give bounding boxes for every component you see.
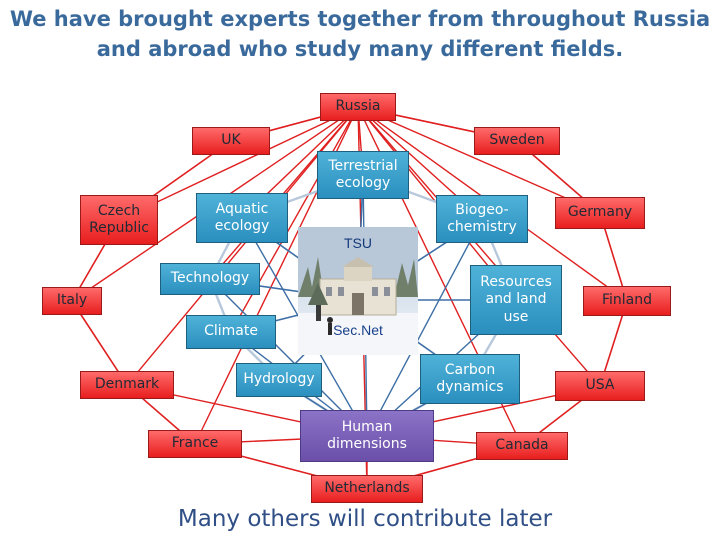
node-italy-label: Italy <box>56 292 88 309</box>
page-title: We have brought experts together from th… <box>0 4 720 64</box>
node-russia: Russia <box>320 93 396 121</box>
node-sweden: Sweden <box>474 127 560 155</box>
node-netherlands: Netherlands <box>311 475 423 503</box>
node-climate-label: Climate <box>204 323 258 340</box>
node-france: France <box>148 430 242 458</box>
node-climate: Climate <box>186 315 276 349</box>
node-france-label: France <box>171 435 219 452</box>
node-hydrology-label: Hydrology <box>243 371 315 388</box>
russia-link <box>357 106 601 214</box>
node-carbon-label-2: dynamics <box>436 379 504 395</box>
node-technology-label: Technology <box>170 270 250 287</box>
node-russia-label: Russia <box>335 98 381 115</box>
node-aquatic-label-1: Aquatic <box>215 200 269 217</box>
node-czech-label-1: Czech <box>97 202 141 219</box>
footer-note: Many others will contribute later <box>177 506 553 532</box>
title-line-1: We have brought experts together from th… <box>9 7 711 31</box>
node-resources-label-2: and land <box>485 291 547 308</box>
secnet-label: Sec.Net <box>333 322 383 338</box>
node-hydrology: Hydrology <box>236 363 322 397</box>
node-terrestrial-label-1: Terrestrial <box>328 157 398 174</box>
node-carbon-dynamics: Carbon dynamics <box>420 354 520 404</box>
node-uk: UK <box>192 127 270 155</box>
node-uk-label: UK <box>221 132 241 149</box>
node-terrestrial-label-2: ecology <box>335 175 391 191</box>
node-germany: Germany <box>555 197 645 229</box>
node-biogeochemistry: Biogeo- chemistry <box>436 195 528 243</box>
human-topic-link <box>209 278 368 437</box>
node-terrestrial-ecology: Terrestrial ecology <box>317 151 409 199</box>
node-usa: USA <box>555 371 645 401</box>
node-biogeo-label-2: chemistry <box>447 219 517 235</box>
node-technology: Technology <box>160 263 260 295</box>
node-denmark-label: Denmark <box>94 376 160 393</box>
node-finland-label: Finland <box>601 292 653 309</box>
human-topic-link <box>366 218 483 437</box>
node-usa-label: USA <box>585 377 615 394</box>
node-denmark: Denmark <box>80 371 174 399</box>
tsu-label: TSU <box>344 235 372 251</box>
title-line-2: and abroad who study many different fiel… <box>96 37 624 61</box>
tsu-hub-photo: TSU <box>298 227 418 355</box>
node-netherlands-label: Netherlands <box>324 480 410 497</box>
node-canada: Canada <box>476 432 568 460</box>
node-human-dimensions: Human dimensions <box>300 410 434 462</box>
node-carbon-label-1: Carbon <box>444 361 496 378</box>
node-germany-label: Germany <box>567 204 633 221</box>
node-sweden-label: Sweden <box>489 132 545 149</box>
russia-link <box>118 106 359 221</box>
node-czech-republic: Czech Republic <box>80 195 158 245</box>
node-canada-label: Canada <box>495 437 549 454</box>
university-building-image <box>298 227 418 355</box>
node-czech-label-2: Republic <box>89 220 149 236</box>
node-italy: Italy <box>42 287 102 315</box>
node-resources-land-use: Resources and land use <box>470 265 562 335</box>
node-biogeo-label-1: Biogeo- <box>455 201 509 218</box>
node-finland: Finland <box>583 286 671 316</box>
node-resources-label-3: use <box>503 308 529 325</box>
node-aquatic-ecology: Aquatic ecology <box>196 193 288 243</box>
node-aquatic-label-2: ecology <box>214 218 270 234</box>
node-human-label-1: Human <box>341 418 393 435</box>
node-human-label-2: dimensions <box>327 436 407 452</box>
node-resources-label-1: Resources <box>480 273 552 290</box>
